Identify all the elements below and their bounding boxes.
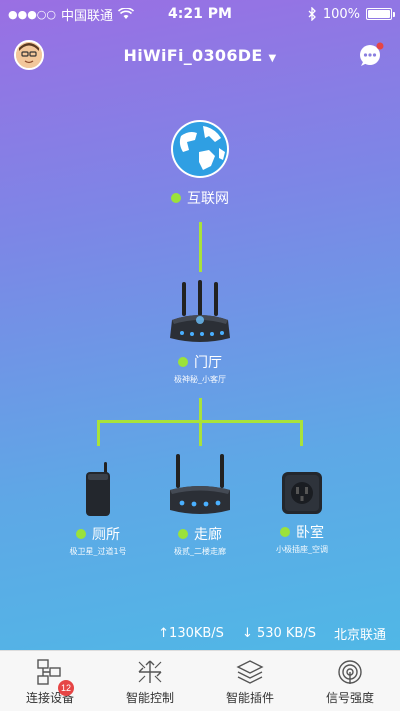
network-name: HiWiFi_0306DE (123, 46, 263, 65)
online-status-dot (280, 527, 290, 537)
battery-percent: 100% (322, 6, 360, 22)
device-node-toilet[interactable]: 厕所 极卫星_过道1号 (48, 462, 148, 557)
upload-speed: ↑130KB/S (158, 626, 224, 641)
device-sub-label: 极贰_二楼走廊 (174, 547, 226, 556)
device-node-corridor[interactable]: 走廊 极贰_二楼走廊 (150, 452, 250, 557)
router-sub-label: 极神秘_小客厅 (174, 375, 226, 384)
status-bar: ●●●○○ 中国联通 4:21 PM 100% (0, 0, 400, 28)
satellite-router-icon (86, 462, 110, 516)
speed-bar: ↑130KB/S ↓ 530 KB/S 北京联通 (158, 624, 386, 643)
tab-bar: 12 连接设备 智能控制 智能插件 信号强度 (0, 650, 400, 711)
device-sub-label: 小极插座_空调 (276, 545, 328, 554)
devices-tree-icon (37, 659, 61, 685)
connector-line (199, 420, 202, 446)
status-time: 4:21 PM (168, 6, 232, 22)
chevron-down-icon: ▼ (268, 53, 277, 64)
device-sub-label: 极卫星_过道1号 (69, 547, 127, 556)
connector-line (97, 420, 100, 446)
connector-line (300, 420, 303, 446)
online-status-dot (178, 529, 188, 539)
battery-icon (366, 8, 395, 20)
tab-smart-control[interactable]: 智能控制 (100, 659, 200, 706)
signal-dots-icon: ●●●○○ (8, 7, 56, 21)
layers-icon (236, 660, 264, 684)
download-speed: ↓ 530 KB/S (241, 626, 316, 641)
wifi-icon (118, 8, 135, 19)
avatar-face-icon (16, 42, 42, 68)
online-status-dot (76, 529, 86, 539)
network-selector[interactable]: HiWiFi_0306DE ▼ (0, 46, 400, 65)
internet-node[interactable]: 互联网 (140, 118, 260, 208)
app-header: HiWiFi_0306DE ▼ (0, 38, 400, 72)
online-status-dot (178, 357, 188, 367)
connector-line (199, 398, 202, 422)
device-label: 走廊 (194, 527, 222, 543)
router-icon (170, 280, 230, 342)
device-node-bedroom[interactable]: 卧室 小极插座_空调 (252, 470, 352, 555)
message-icon[interactable] (358, 41, 386, 67)
tab-signal-strength[interactable]: 信号强度 (300, 659, 400, 706)
device-count-badge: 12 (58, 680, 74, 696)
connector-line (199, 222, 202, 272)
tab-smart-plugins[interactable]: 智能插件 (200, 659, 300, 706)
tab-label: 智能插件 (225, 691, 274, 705)
globe-icon (171, 120, 229, 178)
smart-plug-icon (282, 472, 322, 514)
router-label: 门厅 (194, 355, 222, 371)
carrier-name: 中国联通 (61, 8, 114, 24)
internet-label: 互联网 (187, 191, 229, 207)
avatar[interactable] (14, 40, 44, 70)
router-icon (170, 454, 230, 514)
device-label: 厕所 (92, 527, 120, 543)
isp-name: 北京联通 (333, 628, 386, 643)
device-label: 卧室 (296, 525, 324, 541)
online-status-dot (171, 193, 181, 203)
tab-label: 智能控制 (125, 691, 174, 705)
tab-connected-devices[interactable]: 12 连接设备 (0, 659, 100, 706)
tab-label: 信号强度 (325, 691, 374, 705)
main-router-node[interactable]: 门厅 极神秘_小客厅 (140, 280, 260, 385)
bluetooth-icon (308, 7, 316, 21)
signal-radar-icon (338, 660, 362, 684)
expand-arrows-icon (138, 660, 162, 683)
